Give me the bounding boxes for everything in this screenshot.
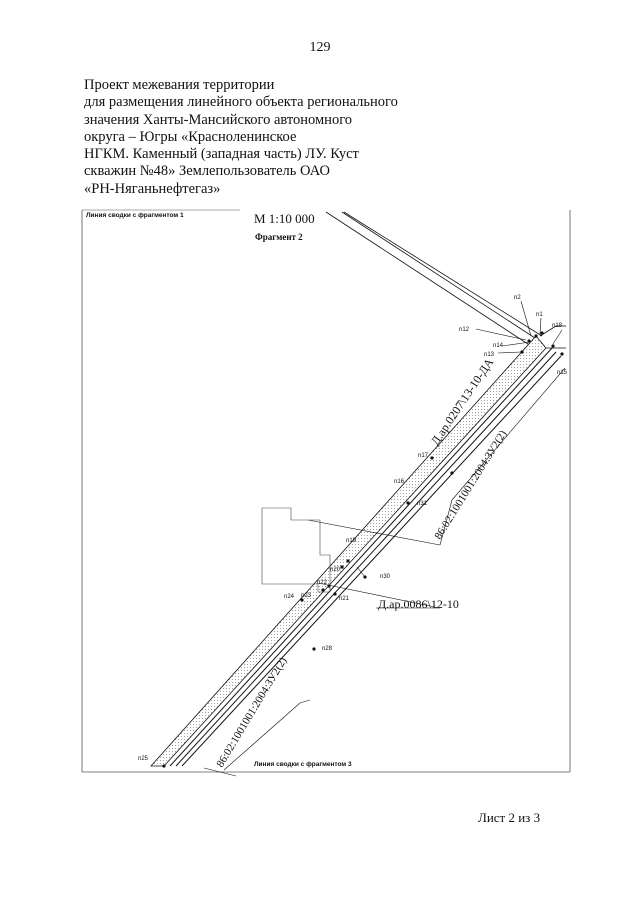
point-label-n1: n1 [536, 312, 543, 318]
point-label-n14: n14 [493, 343, 504, 349]
parallel-pipeline-lines [169, 347, 562, 767]
scale-label: М 1:10 000 [254, 211, 315, 226]
title-line: округа – Югры «Красноленинское [84, 128, 297, 145]
point-label-n17: n17 [418, 453, 429, 459]
cadastral-leader-lines [203, 367, 566, 777]
point-label-n15: n15 [557, 370, 568, 376]
point-label-n23: n23 [301, 593, 312, 599]
right-of-way-strip [150, 335, 547, 767]
point-label-n2: n2 [514, 295, 521, 301]
point-label-n19: n19 [346, 538, 357, 544]
point-label-n13: n13 [484, 352, 495, 358]
title-line: значения Ханты-Мансийского автономного [84, 111, 353, 128]
junction-label-top: Линия сводки с фрагментом 1 [86, 212, 184, 219]
building-outline [261, 507, 331, 593]
label-leaders [356, 300, 563, 578]
point-label-n28: n28 [322, 646, 333, 652]
title-line: Проект межевания территории [84, 77, 275, 93]
title-line: скважин №48» Землепользователь ОАО [84, 163, 330, 180]
junction-label-bottom: Линия сводки с фрагментом 3 [254, 761, 352, 768]
title-line: для размещения линейного объекта региона… [84, 94, 398, 111]
point-label-n30: n30 [380, 574, 391, 580]
point-label-n31: n31 [417, 501, 428, 507]
document-title: Проект межевания территории для размещен… [84, 77, 444, 198]
point-label-n24: n24 [284, 594, 295, 600]
point-label-n25: n25 [138, 756, 149, 762]
point-label-n22: n22 [317, 580, 328, 586]
point-label-n20: n20 [330, 567, 341, 573]
point-label-n21: n21 [339, 596, 350, 602]
fragment-label: Фрагмент 2 [255, 232, 303, 242]
page-number: 129 [309, 40, 331, 55]
cadastral-label-mid: Д.ар.0086\12-10 [378, 597, 459, 611]
point-markers [162, 331, 564, 768]
point-label-n12: n12 [459, 327, 470, 333]
point-label-n16: n16 [394, 479, 405, 485]
upper-access-lines [325, 211, 543, 347]
title-line: НГКМ. Каменный (западная часть) ЛУ. Куст [84, 146, 359, 163]
point-label-n18: n18 [552, 323, 563, 329]
title-line: «РН-Няганьнефтегаз» [84, 180, 221, 197]
map-frame [81, 210, 571, 773]
sheet-number: Лист 2 из 3 [478, 810, 541, 825]
